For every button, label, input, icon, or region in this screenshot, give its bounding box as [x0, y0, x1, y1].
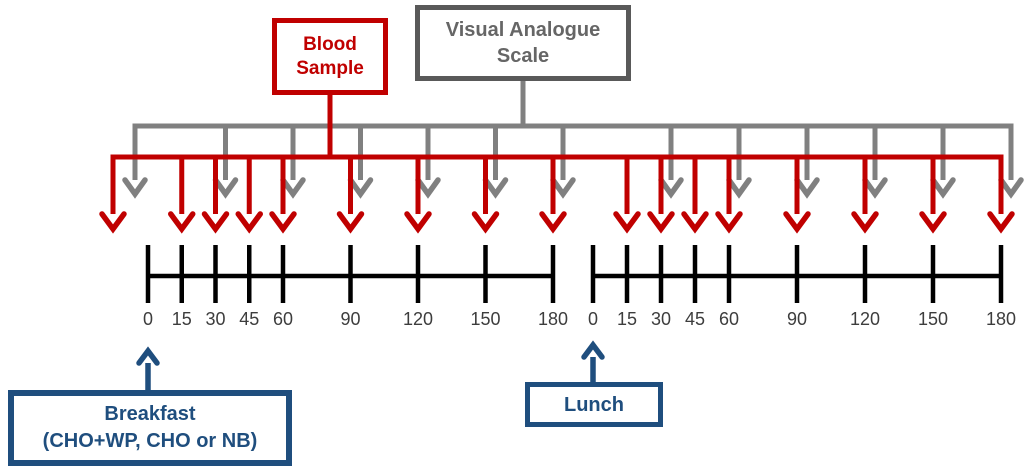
vas-connector-lines: [122, 79, 1024, 199]
blood-sample-connector-lines: [99, 93, 1015, 234]
lunch-box: Lunch: [525, 382, 663, 427]
visual-analogue-scale-box: Visual Analogue Scale: [415, 5, 631, 81]
tick-label-lunch-180: 180: [985, 309, 1017, 329]
breakfast-label-line1: Breakfast: [104, 403, 196, 425]
timeline-axes: [145, 245, 1004, 303]
blood-sample-box: Blood Sample: [272, 18, 388, 95]
tick-label-breakfast-120: 120: [402, 309, 434, 329]
visual-analogue-scale-label: Visual Analogue Scale: [445, 19, 601, 67]
breakfast-label-line2: (CHO+WP, CHO or NB): [42, 430, 258, 452]
tick-label-breakfast-45: 45: [239, 309, 260, 329]
tick-label-breakfast-90: 90: [340, 309, 361, 329]
tick-label-lunch-120: 120: [849, 309, 881, 329]
tick-label-lunch-90: 90: [786, 309, 808, 329]
lunch-arrow: [581, 340, 605, 383]
breakfast-arrow: [136, 346, 160, 391]
lunch-label: Lunch: [564, 393, 624, 416]
blood-sample-label: Blood Sample: [296, 33, 364, 79]
tick-label-lunch-0: 0: [587, 309, 599, 329]
tick-label-lunch-30: 30: [650, 309, 672, 329]
tick-label-breakfast-60: 60: [272, 309, 294, 329]
tick-label-lunch-150: 150: [917, 309, 949, 329]
tick-label-breakfast-150: 150: [470, 309, 501, 329]
tick-label-breakfast-180: 180: [537, 309, 569, 329]
tick-label-breakfast-0: 0: [142, 309, 154, 329]
tick-label-lunch-60: 60: [718, 309, 740, 329]
tick-label-breakfast-15: 15: [171, 309, 192, 329]
tick-label-breakfast-30: 30: [205, 309, 226, 329]
tick-label-lunch-45: 45: [684, 309, 706, 329]
breakfast-box: Breakfast (CHO+WP, CHO or NB): [8, 390, 292, 466]
tick-label-lunch-15: 15: [616, 309, 638, 329]
